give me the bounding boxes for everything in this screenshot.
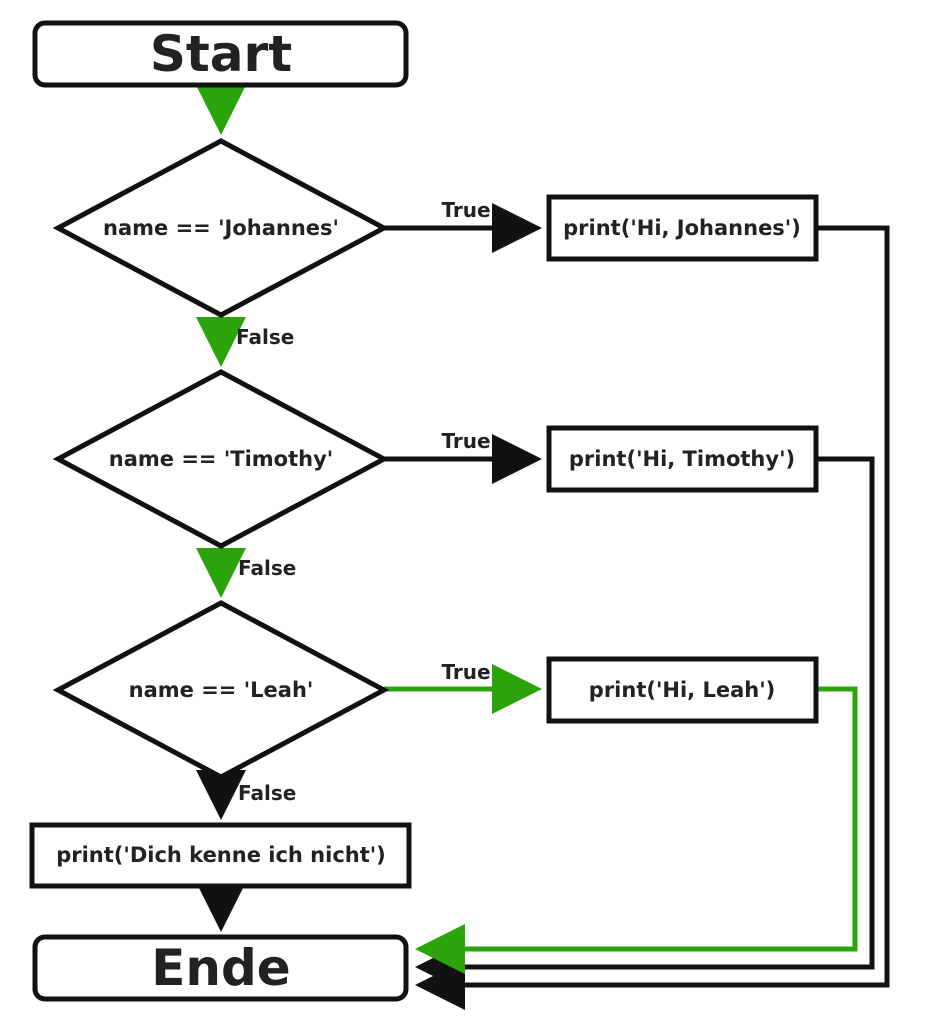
decision-johannes [52,138,390,318]
edge-timothy-to-end [415,456,875,992]
start-node [32,20,409,88]
end-node [32,934,409,1002]
edge-leah-to-end [415,686,858,974]
edge-label-false-johannes: False [236,325,294,349]
action-leah-label: print('Hi, Leah') [589,678,775,702]
edge-label-true-johannes: True [441,198,490,222]
edge-label-true-leah: True [441,660,490,684]
action-timothy-label: print('Hi, Timothy') [569,447,795,471]
decision-timothy-label: name == 'Timothy' [109,447,333,471]
action-timothy [546,425,819,493]
end-label: Ende [151,939,290,997]
action-unknown [29,822,412,889]
decision-johannes-label: name == 'Johannes' [103,216,339,240]
decision-leah-label: name == 'Leah' [129,678,314,702]
edge-johannes-to-end [415,225,890,1010]
edge-label-false-leah: False [238,781,296,805]
edge-label-true-timothy: True [441,429,490,453]
edge-label-false-timothy: False [238,556,296,580]
action-johannes-label: print('Hi, Johannes') [563,216,801,240]
action-unknown-label: print('Dich kenne ich nicht') [56,843,386,867]
start-label: Start [150,25,292,83]
decision-leah [52,600,390,780]
action-leah [546,656,819,724]
decision-timothy [52,369,390,549]
action-johannes [546,194,819,262]
